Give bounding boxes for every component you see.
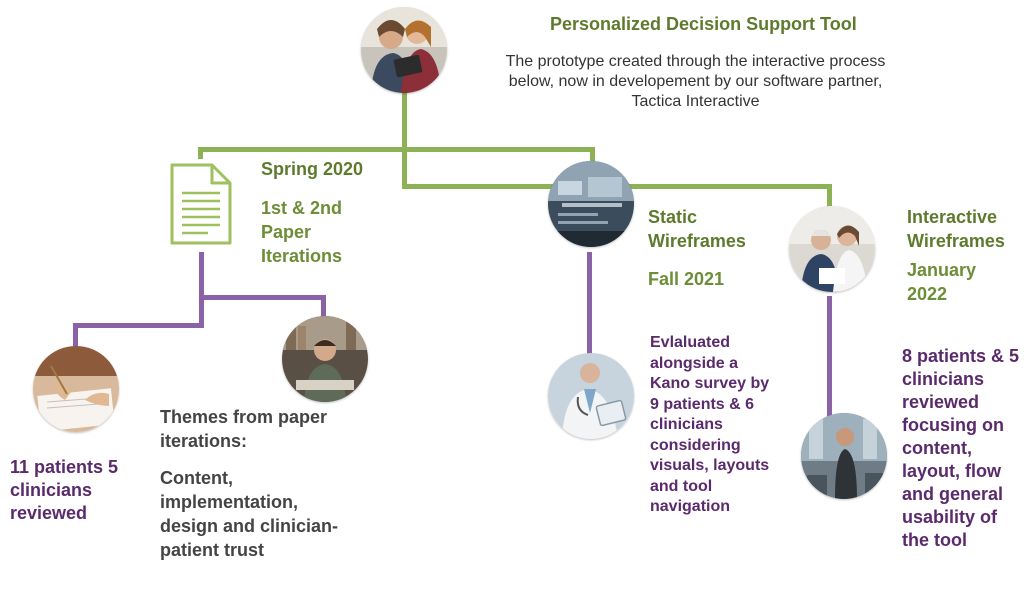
static-date: Fall 2021 <box>648 269 725 289</box>
connector-top-horizontal <box>198 147 595 152</box>
spring-title: Spring 2020 <box>261 159 364 179</box>
connector-bottom-vertical <box>402 150 407 189</box>
writing-hands-photo <box>33 346 119 432</box>
spring-reviewed: 11 patients 5 clinicians reviewed <box>10 457 119 523</box>
themes-body: Content, implementation, design and clin… <box>160 468 339 560</box>
connector-spring-drop <box>198 147 203 159</box>
reading-man-photo <box>282 316 368 402</box>
wireframe-screen-photo <box>548 161 634 247</box>
interactive-title: Interactive Wireframes <box>907 207 1005 251</box>
doctor-patient-photo <box>789 206 875 292</box>
spring-subtitle: 1st & 2nd Paper Iterations <box>261 198 343 266</box>
connector-spring-left-drop <box>199 295 204 327</box>
doctor-tablet-photo <box>548 353 634 439</box>
connector-spring-down <box>199 252 204 299</box>
connector-reviewed-drop <box>73 323 78 349</box>
connector-static-down <box>587 252 592 356</box>
connector-static-drop <box>590 147 595 161</box>
static-title: Static Wireframes <box>648 207 746 251</box>
interactive-date: January 2022 <box>907 260 977 304</box>
themes-heading: Themes from paper iterations: <box>160 407 328 451</box>
connector-themes-drop <box>321 295 326 317</box>
connector-spring-right <box>199 295 326 300</box>
interactive-reviewed: 8 patients & 5 clinicians reviewed focus… <box>902 346 1020 550</box>
connector-top-vertical <box>402 90 407 152</box>
tool-description: The prototype created through the intera… <box>505 53 886 110</box>
static-evaluation: Evlaluated alongside a Kano survey by 9 … <box>650 334 770 515</box>
tablet-users-photo <box>361 7 447 93</box>
connector-interactive-drop <box>827 184 832 210</box>
connector-spring-left <box>73 323 204 328</box>
presenter-photo <box>801 413 887 499</box>
connector-interactive-down <box>827 296 832 430</box>
document-icon <box>168 163 234 245</box>
tool-title: Personalized Decision Support Tool <box>550 14 857 34</box>
